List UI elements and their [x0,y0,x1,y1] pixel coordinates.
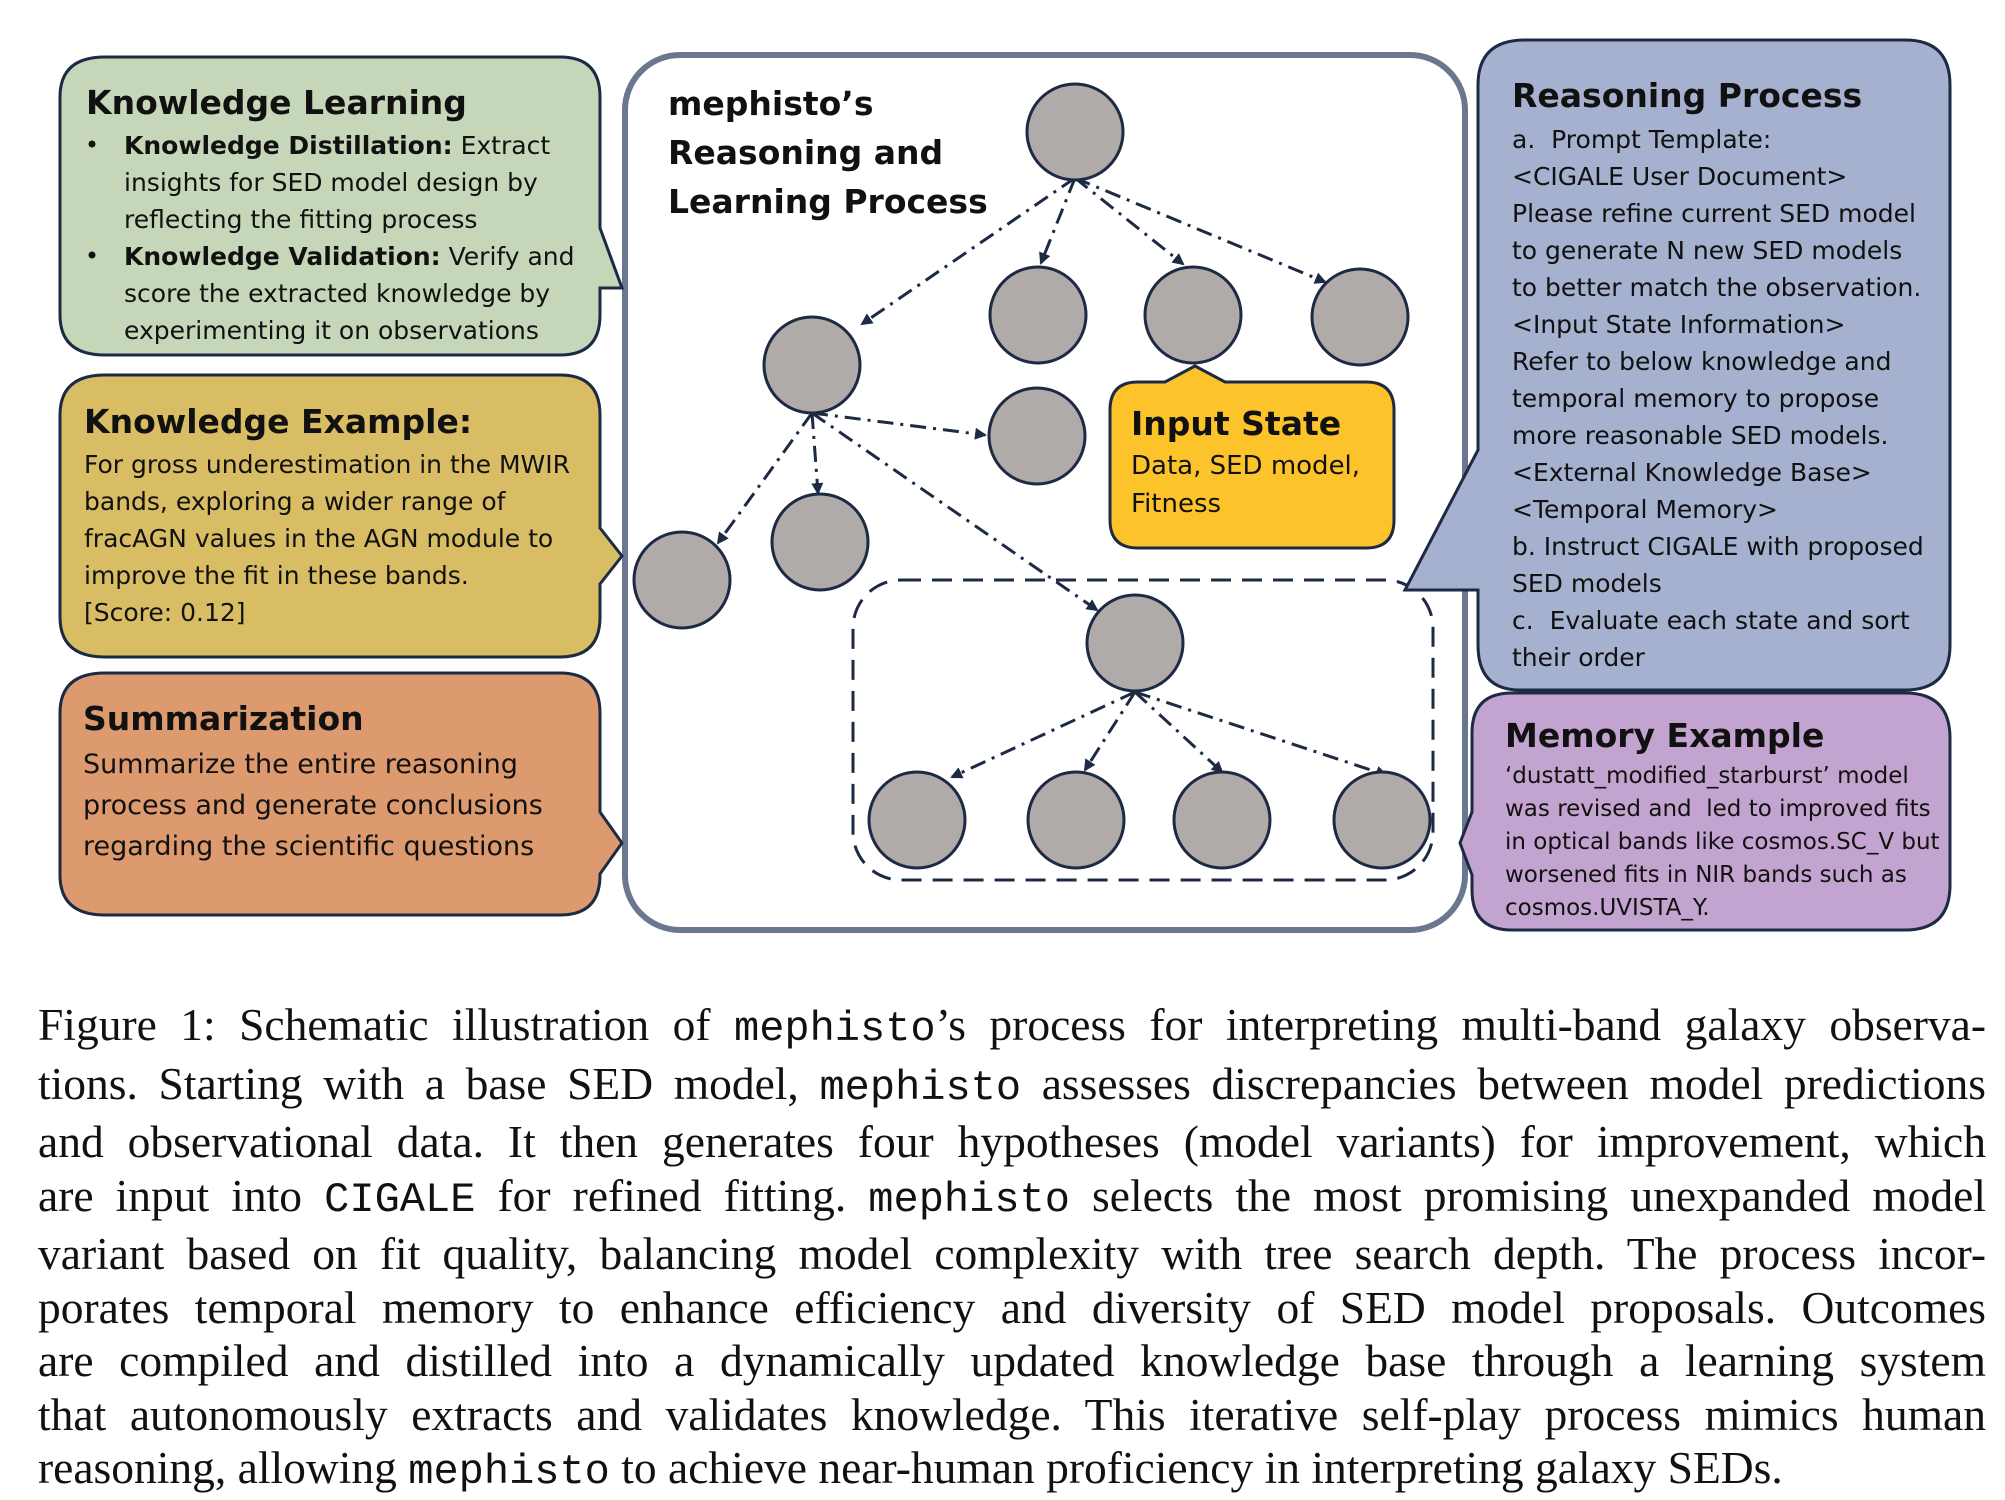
center-title-line: Reasoning and [668,133,943,172]
summarization-line: process and generate conclusions [83,790,543,821]
knowledge-learning-line: score the extracted knowledge by [124,279,550,308]
reasoning-process-line: more reasonable SED models. [1512,421,1888,450]
knowledge-learning-line: insights for SED model design by [124,168,538,197]
caption-line: are compiled and distilled into a dynami… [38,1335,1986,1386]
reasoning-process-line: Please refine current SED model [1512,199,1916,228]
reasoning-process-line: to better match the observation. [1512,273,1921,302]
tree-node [987,386,1087,486]
memory-example-line: in optical bands like cosmos.SC_V but [1505,829,1940,855]
reasoning-process-line: c. Evaluate each state and sort [1512,606,1910,635]
knowledge-example-line: improve the fit in these bands. [84,561,469,590]
memory-example-callout [1458,691,1952,932]
knowledge-example-line: bands, exploring a wider range of [84,487,507,516]
edge-arrow [811,411,1099,612]
reasoning-process-line: <CIGALE User Document> [1512,162,1847,191]
summarization-title: Summarization [83,699,364,738]
knowledge-example-title: Knowledge Example: [84,402,472,441]
tree-node [1332,770,1432,870]
tree-node [770,492,870,592]
caption-line: are input into CIGALE for refined fittin… [38,1169,1987,1224]
reasoning-process-callout [1402,38,1952,692]
caption-line: reasoning, allowing mephisto to achieve … [38,1442,1783,1496]
tree-node [988,265,1088,365]
edge-arrow [810,412,824,495]
edge-arrow [716,412,814,545]
caption-line: variant based on fit quality, balancing … [38,1228,1986,1279]
reasoning-process-line: <Temporal Memory> [1512,495,1778,524]
tree-edges [716,176,1388,779]
knowledge-example-line: fracAGN values in the AGN module to [84,524,553,553]
memory-example-line: was revised and led to improved fits [1505,796,1931,822]
reasoning-process-line: <Input State Information> [1512,310,1845,339]
tree-node-root [1025,82,1125,182]
reasoning-process-line: a. Prompt Template: [1512,125,1771,154]
edge-arrow [860,176,1076,326]
edge-arrow [950,690,1136,779]
memory-example-line: cosmos.UVISTA_Y. [1505,895,1710,921]
bullet-icon [88,251,96,259]
knowledge-learning-title: Knowledge Learning [86,83,467,122]
input-state-line: Fitness [1131,489,1221,519]
caption-line: tions. Starting with a base SED model, m… [38,1057,1986,1112]
edge-arrow [1074,176,1327,284]
center-title-line: Learning Process [668,182,988,221]
caption-line: Figure 1: Schematic illustration of meph… [38,999,1987,1053]
center-title-line: mephisto’s [668,84,873,123]
reasoning-process-line: temporal memory to propose [1512,384,1879,413]
reasoning-process-line: <External Knowledge Base> [1512,458,1872,487]
edge-arrow [1083,691,1137,772]
reasoning-process-line: Refer to below knowledge and [1512,347,1891,376]
knowledge-example-callout [58,373,624,659]
knowledge-learning-item: Knowledge Distillation: Extract [124,131,550,160]
selected-subtree-box [851,578,1435,882]
tree-nodes [632,82,1432,870]
reasoning-process-line: b. Instruct CIGALE with proposed [1512,532,1924,561]
knowledge-learning-line: experimenting it on observations [124,316,539,345]
bullet-icon [88,140,96,148]
knowledge-learning-callout [58,55,625,357]
caption-line: and observational data. It then generate… [38,1116,1986,1167]
memory-example-line: worsened fits in NIR bands such as [1505,862,1907,888]
reasoning-process-line: to generate N new SED models [1512,236,1902,265]
reasoning-process-line: SED models [1512,569,1662,598]
edge-arrow [1039,177,1077,265]
memory-example-line: ‘dustatt_modified_starburst’ model [1505,763,1909,789]
summarization-line: regarding the scientific questions [83,831,534,862]
tree-node [867,770,967,870]
tree-node [1172,770,1272,870]
summarization-callout [58,671,624,917]
knowledge-example-line: [Score: 0.12] [84,598,246,627]
tree-node [1143,265,1243,365]
knowledge-example-line: For gross underestimation in the MWIR [84,450,570,479]
reasoning-process-title: Reasoning Process [1512,76,1862,115]
caption-line: porates temporal memory to enhance effic… [38,1281,1986,1333]
input-state-callout [1108,364,1396,550]
tree-node [1310,267,1410,367]
knowledge-learning-line: reflecting the fitting process [124,205,477,234]
tree-node [632,530,732,630]
knowledge-learning-item: Knowledge Validation: Verify and [124,242,575,271]
tree-node [762,315,862,415]
tree-node [1026,770,1126,870]
summarization-line: Summarize the entire reasoning [83,749,518,780]
edge-arrow [1074,176,1185,266]
figure-caption: Figure 1: Schematic illustration of meph… [38,998,1986,1500]
caption-line: that autonomously extracts and validates… [38,1388,1986,1440]
edge-arrow [811,411,987,440]
reasoning-process-line: their order [1512,643,1646,672]
edge-arrow [1134,690,1388,778]
center-title: mephisto’s Reasoning and Learning Proces… [668,84,988,221]
memory-example-title: Memory Example [1505,716,1824,755]
input-state-line: Data, SED model, [1131,451,1360,481]
tree-node-selected [1085,593,1185,693]
input-state-title: Input State [1131,404,1341,443]
